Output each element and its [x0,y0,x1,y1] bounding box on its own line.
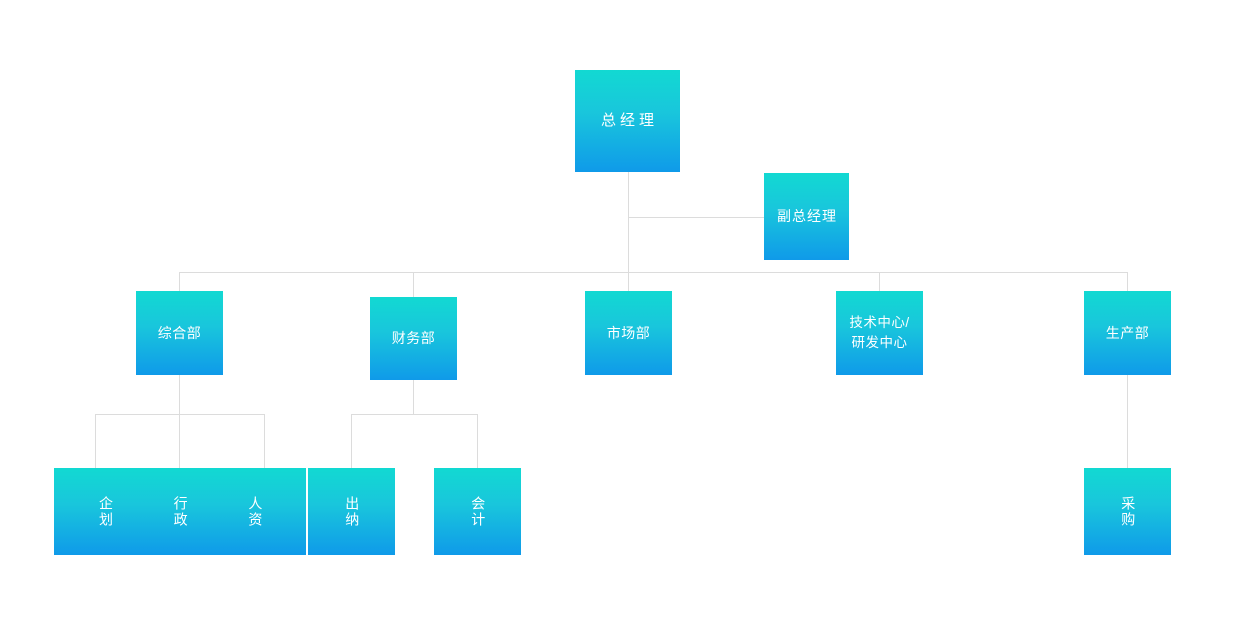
connector-general-to-admin [179,414,180,468]
node-marketing-department[interactable]: 市场部 [585,291,672,375]
connector-finance-bus [351,414,477,415]
connector-general-stem [179,375,180,414]
node-label: 出纳 [344,495,361,528]
connector-bus-to-market [628,272,629,291]
node-production-department[interactable]: 生产部 [1084,291,1171,375]
node-label: 采购 [1120,495,1137,528]
node-purchasing-team[interactable]: 采购 [1084,468,1171,555]
connector-bus-to-finance [413,272,414,297]
node-label: 生产部 [1105,324,1150,341]
connector-general-to-hr [264,414,265,468]
connector-produce-to-purchase [1127,375,1128,468]
node-general-affairs-teams[interactable]: 企划 行政 人资 [54,468,306,555]
node-label: 财务部 [391,330,436,347]
node-accounting-team[interactable]: 会计 [434,468,521,555]
node-cashier-team[interactable]: 出纳 [308,468,395,555]
connector-general-to-planning [95,414,96,468]
connector-finance-to-accounting [477,414,478,468]
node-deputy-general-manager[interactable]: 副总经理 [764,173,849,260]
node-label-planning: 企划 [98,495,115,528]
node-label: 副总经理 [777,208,837,225]
node-general-affairs-department[interactable]: 综合部 [136,291,223,375]
node-general-manager[interactable]: 总经理 [575,70,680,172]
connector-bus-to-produce [1127,272,1128,291]
connector-bus-to-general [179,272,180,291]
node-label-hr: 人资 [247,495,264,528]
node-label: 会计 [470,495,487,528]
node-label: 总经理 [600,111,658,129]
node-label: 综合部 [157,324,202,341]
connector-gm-trunk [628,172,629,272]
node-technology-rd-center[interactable]: 技术中心/ 研发中心 [836,291,923,375]
node-label: 市场部 [606,324,651,341]
connector-gm-to-dgm [628,217,764,218]
connector-bus-to-tech [879,272,880,291]
node-finance-department[interactable]: 财务部 [370,297,457,380]
node-label-admin: 行政 [172,495,189,528]
connector-finance-stem [413,380,414,414]
connector-finance-to-cashier [351,414,352,468]
connector-department-bus [179,272,1127,273]
node-label: 技术中心/ 研发中心 [849,315,910,350]
